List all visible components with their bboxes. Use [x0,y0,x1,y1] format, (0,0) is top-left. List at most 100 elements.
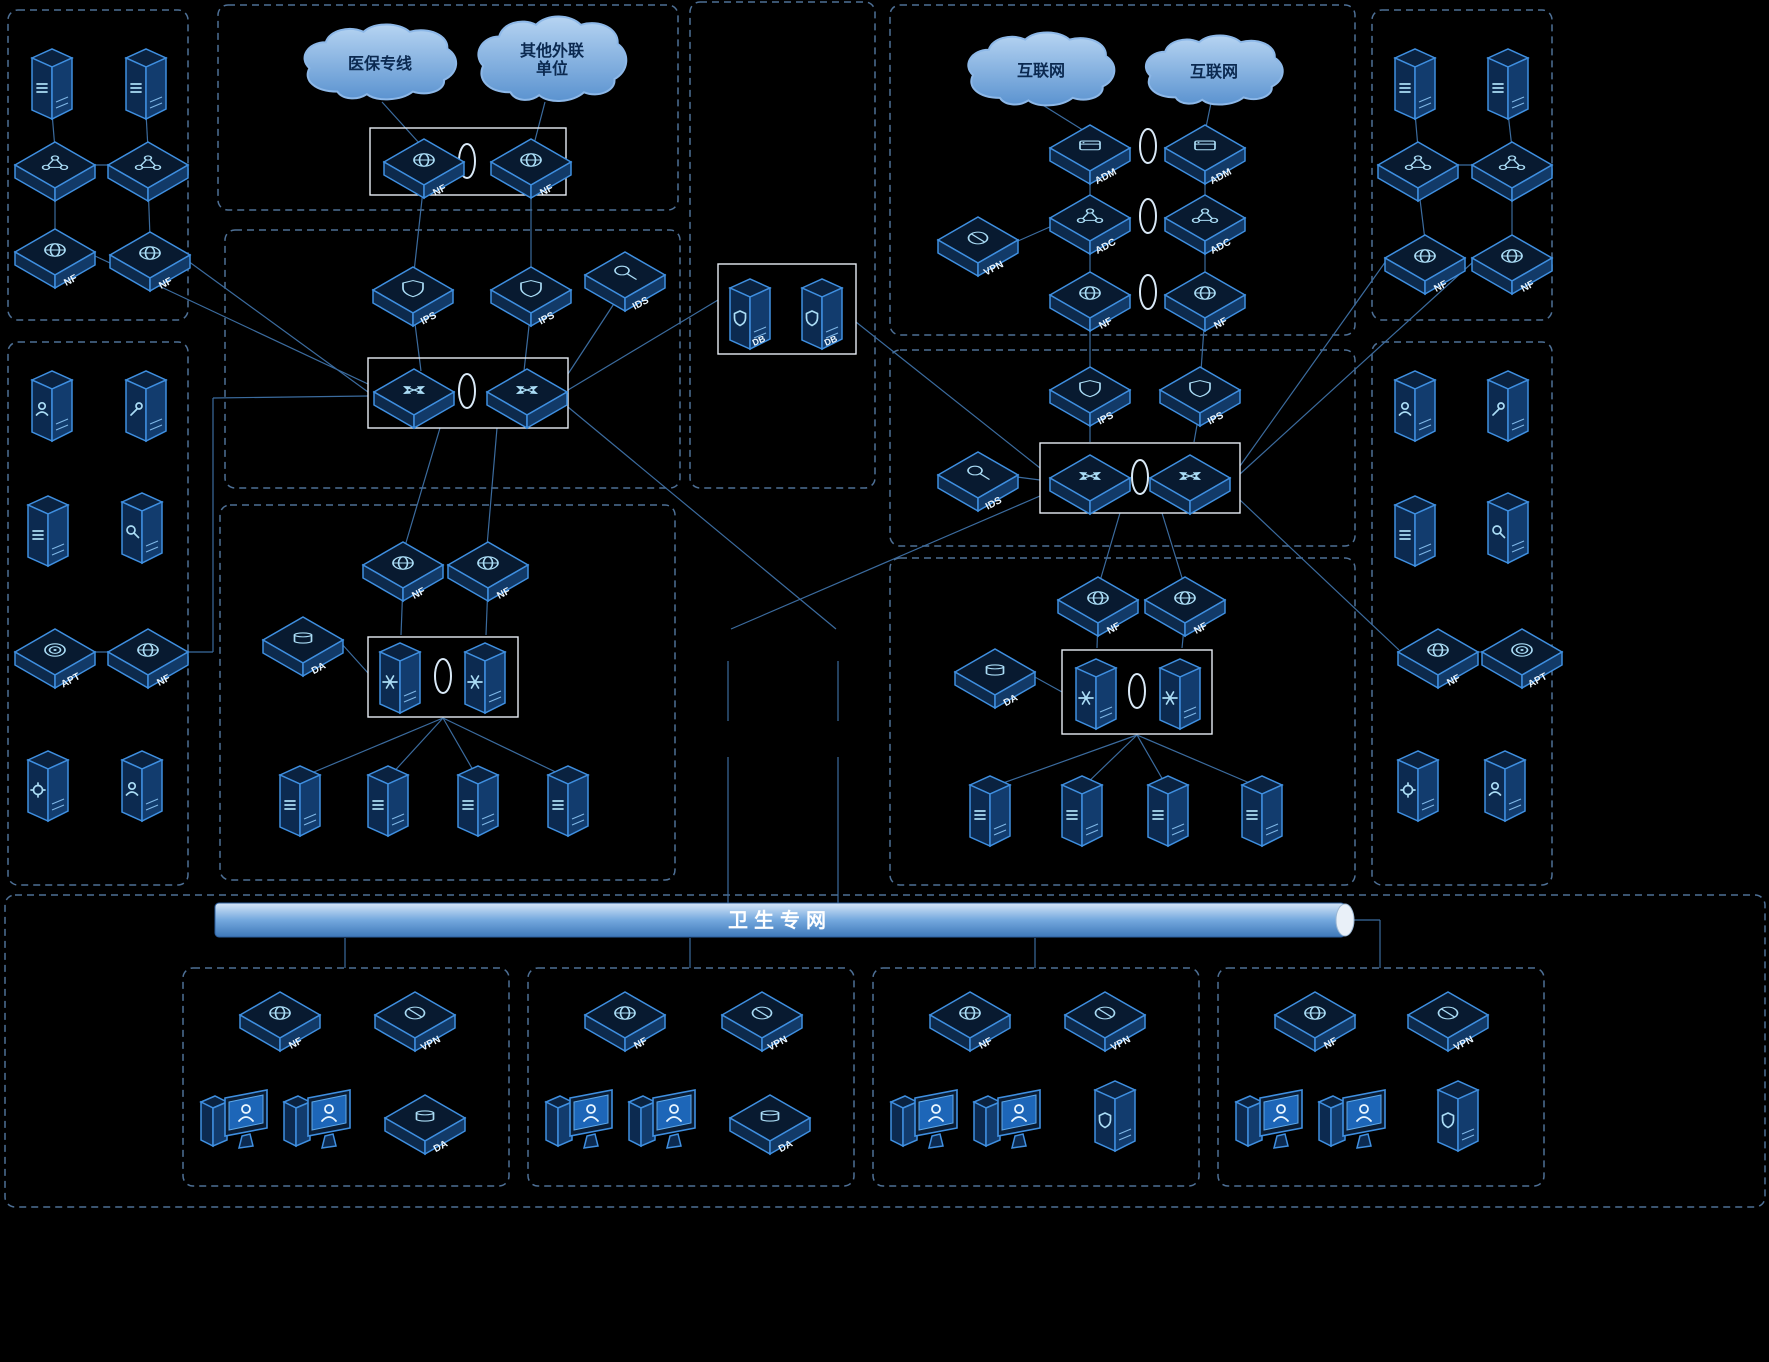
da-appliance: DA [261,616,345,678]
path [321,1116,337,1122]
magnifier-icon [614,265,637,280]
plain-icon [372,800,384,810]
switch-icon [402,386,426,394]
sv-slot-shape [149,418,163,425]
sv-slot-shape [51,543,65,550]
tspan: 医保专线 [348,54,412,73]
globe-icon [413,153,435,167]
adm-appliance: ADM [1163,124,1247,187]
ap-r-shape [1184,598,1226,638]
network-appliance [1470,141,1554,203]
sv-l-shape [200,1100,214,1148]
snowflake-icon [467,675,483,689]
server [124,48,168,121]
link-ring [1139,274,1157,310]
ap-r-shape [1089,388,1131,428]
ico-node-shape [41,164,51,170]
connection-line [212,395,369,399]
da-icon [293,632,313,644]
line [1081,691,1091,705]
shield-icon [733,310,747,327]
magnifier-icon [1492,525,1506,539]
cloud-label: 医保专线 [348,54,412,73]
zone-box [217,4,679,211]
sv-slot-shape [1511,418,1525,425]
da-appliance: DA [383,1094,467,1156]
shield-icon [402,280,424,298]
sv-r-shape [1414,56,1436,121]
sv-slot-shape [1118,1128,1132,1135]
sv-l-shape [1437,1088,1459,1153]
sv-r-shape [1330,1100,1346,1148]
cloud-medical-insurance-line: 医保专线 [305,24,457,99]
plain-icon [462,800,474,810]
circle [1276,1104,1286,1114]
line [1178,472,1191,477]
circle [1515,646,1529,654]
line [1499,532,1506,539]
line [1097,1008,1113,1018]
server [124,370,168,443]
path [1441,1112,1455,1129]
cloud-shape [968,32,1114,105]
sv-slot-shape [391,819,405,826]
line [402,389,415,394]
cloud-shape [305,24,457,99]
shield-icon [1079,380,1101,398]
zone-box [889,557,1356,886]
circle [1511,643,1533,657]
circle [48,646,62,654]
sv-slot-shape [55,102,69,109]
ap-r-shape [1089,146,1131,186]
zone-box [889,349,1356,547]
network-appliance [106,141,190,203]
zone-box [1371,341,1553,886]
tool-icon [130,402,143,416]
ap-r-shape [1447,1013,1489,1053]
sv-r-shape [1507,378,1529,443]
sv-slot-shape [1418,424,1432,431]
globe-icon [1501,249,1523,263]
sv-r-shape [1095,666,1117,731]
sv-slot-shape [488,696,502,703]
sv-slot-shape [1183,706,1197,713]
line [470,675,480,689]
connection-line [388,717,444,778]
sv-r-shape [145,56,167,121]
workstation [627,1089,696,1149]
sv-slot-shape [1085,823,1099,830]
ap-r-shape [1199,388,1241,428]
connection-line [567,292,622,375]
circle [1490,781,1500,791]
sv-r-shape [1081,783,1103,848]
sv-slot-shape [145,804,159,811]
globe-icon [477,556,499,570]
line [1089,472,1102,477]
cloud-shape [1146,35,1283,104]
workstation [282,1089,351,1149]
server [1483,750,1527,823]
circle [37,401,47,411]
globe-icon [392,556,414,570]
sv-slot-shape [1418,102,1432,109]
ap-r-shape [54,250,96,290]
sv-l-shape [801,286,823,351]
user-icon [1273,1104,1289,1122]
nf-firewall: NF [928,991,1012,1053]
person-icon [1488,781,1502,796]
sv-slot-shape [149,102,163,109]
monitor-stand [1273,1133,1289,1149]
connection-line [730,495,1041,630]
ico-node-shape [1209,217,1219,223]
server [456,765,500,838]
apt-appliance: APT [1480,628,1564,690]
core-switch [1048,454,1132,516]
sv-slot-shape [488,690,502,697]
sv-l-shape [628,1100,642,1148]
rect [1079,140,1101,151]
sv-slot-shape [1511,102,1525,109]
circle [614,265,630,276]
globe-icon [1427,643,1449,657]
zone-box [182,967,510,1187]
